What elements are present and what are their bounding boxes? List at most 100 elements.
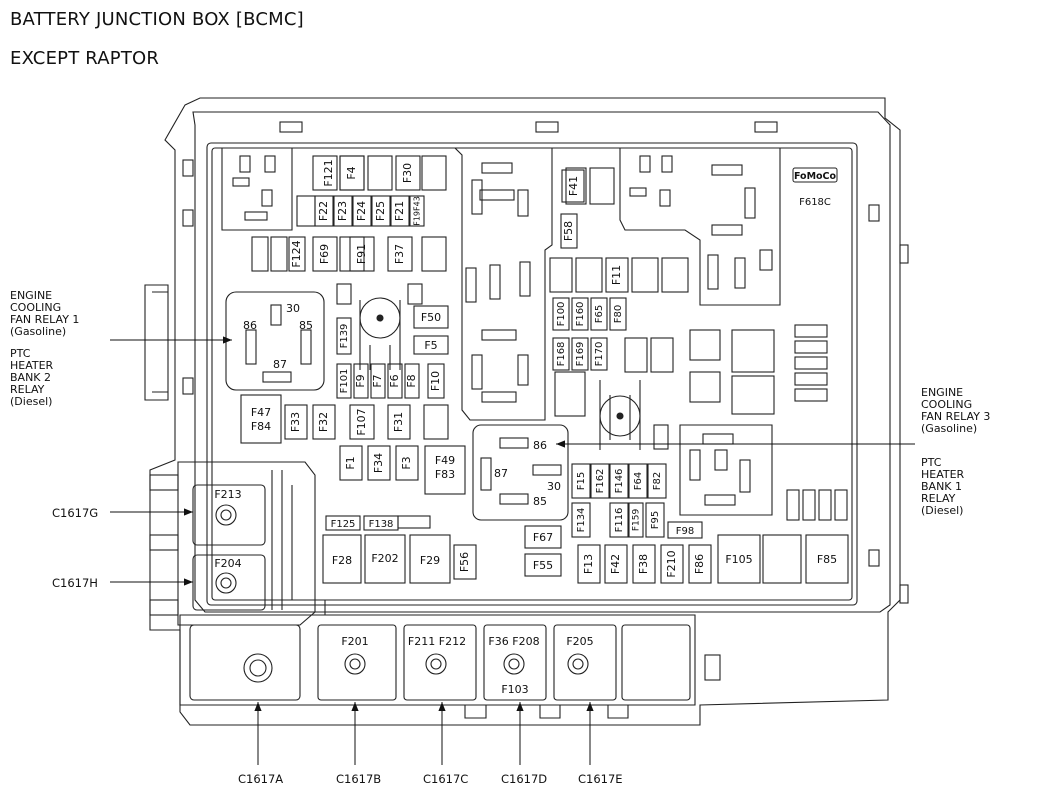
relay-pin (659, 189, 671, 207)
relay-pin (689, 449, 701, 481)
fuse-label: F105 (725, 553, 752, 566)
fuse-label: F13 (582, 554, 595, 574)
fuse-label: F170 (594, 342, 605, 367)
side-clip (149, 599, 179, 616)
bottom-cell-c1617b (317, 624, 397, 701)
relay-pin (519, 261, 531, 297)
fuse-slot (421, 155, 447, 191)
relay-pin (704, 494, 736, 506)
connector-label-c1617c: C1617C (423, 772, 468, 786)
fuse-label: F139 (339, 324, 350, 349)
fuse-slot (575, 257, 603, 293)
relay-pin (465, 267, 477, 303)
bolt-stud (616, 412, 624, 420)
fuse-slot (689, 371, 721, 403)
relay-pin (480, 457, 492, 491)
bottom-cell-spare (621, 624, 691, 701)
relay-pin (517, 354, 529, 386)
fuse-slot (794, 356, 828, 370)
housing-tab (535, 121, 559, 133)
fuse-slot (407, 283, 423, 305)
fuse-label: F5 (424, 339, 437, 352)
fuse-label: F124 (290, 240, 303, 267)
bottom-stud (572, 658, 584, 670)
fuse-slot (731, 375, 775, 415)
connector-label-c1617a: C1617A (238, 772, 283, 786)
fuse-label: F22 (317, 201, 330, 221)
fuse-slot (786, 489, 800, 521)
relay-fan1-housing (225, 291, 325, 391)
fuse-label: F210 (665, 550, 678, 577)
fuse-label: F8 (405, 374, 418, 387)
fomoco-logo-box (792, 167, 838, 183)
fuse-label: F19F43 (413, 196, 422, 226)
relay-pin (244, 211, 268, 221)
fuse-label: F55 (533, 559, 553, 572)
fuse-slot (762, 534, 802, 584)
fuse-label: F67 (533, 531, 553, 544)
connector-label-c1617e: C1617E (578, 772, 623, 786)
fuse-label: F169 (575, 342, 586, 367)
callout-line: HEATER (921, 468, 965, 481)
connector-label-c1617h: C1617H (52, 576, 98, 590)
fuse-label: F91 (355, 244, 368, 264)
fuse-slot (794, 340, 828, 354)
relay-pin-label: 30 (547, 480, 561, 493)
side-clip (149, 534, 179, 551)
callout-line: FAN RELAY 1 (10, 313, 79, 326)
relay-pin (232, 177, 250, 187)
callout-line: (Gasoline) (921, 422, 977, 435)
fuse-slot (421, 236, 447, 272)
relay-pin (261, 189, 273, 207)
fuse-label: F33 (289, 412, 302, 432)
callout-line: COOLING (921, 398, 972, 411)
relay-pin (264, 155, 276, 173)
callout-right: ENGINE COOLING FAN RELAY 3 (Gasoline) PT… (921, 386, 990, 517)
fuse-slot (631, 257, 659, 293)
part-code: F618C (799, 197, 831, 208)
relay-pin (239, 155, 251, 173)
fuse-slot (794, 372, 828, 386)
relay-pin (702, 433, 734, 445)
fuse-label: F37 (393, 244, 406, 264)
side-clip (149, 474, 179, 491)
fuse-label: F1 (344, 456, 357, 469)
fuse-label: F125 (331, 519, 356, 530)
relay-pin (711, 224, 743, 236)
housing-notch (704, 654, 721, 681)
relay-pin (739, 459, 751, 493)
fuse-label: F3 (400, 456, 413, 469)
fuse-label: F10 (429, 371, 442, 391)
relay-pin (711, 164, 743, 176)
callout-line: (Diesel) (10, 395, 52, 408)
callout-line: ENGINE (921, 386, 963, 399)
relay-pin (714, 449, 728, 471)
fuse-label: F86 (693, 554, 706, 574)
relay-pin (481, 329, 517, 341)
callout-line: PTC (921, 456, 942, 469)
mega-fuse-ribs (271, 470, 293, 610)
relay-pin (471, 354, 483, 390)
fuse-label: F29 (420, 554, 440, 567)
relay-center-housing (472, 424, 569, 521)
fuse-slot (296, 195, 316, 227)
relay-pin (499, 493, 529, 505)
fuse-label: F50 (421, 311, 441, 324)
fuse-label: F95 (650, 511, 661, 529)
fuse-label: F15 (576, 472, 587, 490)
fuse-label: F160 (575, 302, 586, 327)
bottom-cell-c1617a (189, 624, 301, 701)
fuse-label: F9 (354, 374, 367, 387)
bolt-stud (376, 314, 384, 322)
relay-pin (245, 329, 257, 365)
mega-fuse-stud (220, 577, 232, 589)
fuse-label: F30 (401, 163, 414, 183)
housing-notch (899, 244, 909, 264)
relay-pin (471, 179, 483, 215)
fuse-slot (802, 489, 816, 521)
housing-notch (899, 584, 909, 604)
fuse-label: F121 (322, 159, 335, 186)
fuse-label: F31 (392, 412, 405, 432)
